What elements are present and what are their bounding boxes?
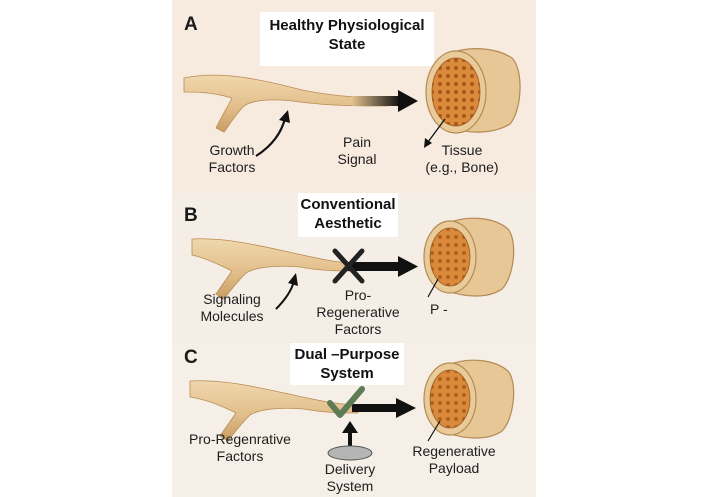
delivery-arrow-shaft	[352, 404, 398, 412]
label-line: Delivery	[324, 461, 376, 477]
curved-arrow-icon	[255, 117, 287, 157]
curved-arrow-head	[288, 273, 298, 286]
nerve-fiber	[191, 238, 355, 300]
bone-tissue	[425, 48, 521, 134]
label-line: Regenerative	[316, 304, 400, 320]
panel-letter: C	[184, 347, 198, 368]
panel-a: A Healthy Physiological State	[172, 0, 536, 193]
panel-c: C Dual –Purpose System	[172, 343, 536, 497]
delivery-up-arrow-head	[342, 421, 358, 433]
nerve-fiber	[189, 380, 359, 442]
label-line: Growth	[209, 142, 255, 158]
label-pro-regenerative-factors: Pro- Regenerative Factors	[310, 287, 406, 338]
label-line: System	[326, 478, 374, 494]
label-delivery-system: Delivery System	[312, 461, 388, 495]
panel-title: Dual –Purpose System	[290, 343, 404, 385]
label-line: Factors	[334, 321, 382, 337]
panel-c-illustration	[189, 359, 515, 461]
label-line: Pain	[342, 134, 372, 150]
bone-tissue	[423, 359, 515, 439]
label-line: Signaling	[203, 291, 261, 307]
panel-b: B Conventional Aesthetic	[172, 193, 536, 343]
label-line: Signal	[337, 151, 377, 167]
curved-arrow-head	[279, 110, 290, 123]
tissue-pointer-line	[427, 278, 439, 298]
panel-title: Healthy Physiological State	[260, 12, 434, 66]
label-signaling-molecules: Signaling Molecules	[194, 291, 270, 325]
panel-b-illustration	[191, 217, 515, 310]
delivery-arrow-head	[396, 398, 416, 418]
panel-title-line: Aesthetic	[314, 215, 382, 232]
tissue-pointer-head	[424, 138, 432, 148]
panel-letter: A	[184, 14, 198, 35]
blocked-arrow-shaft	[348, 262, 400, 271]
panel-letter: B	[184, 205, 198, 226]
diagram-figure: A Healthy Physiological State	[172, 0, 536, 497]
label-line: Regenerative	[412, 443, 496, 459]
tissue-pointer-line	[427, 118, 446, 143]
panel-title: Conventional Aesthetic	[298, 193, 398, 237]
blocked-arrow-head	[398, 256, 418, 277]
label-line: Molecules	[200, 308, 264, 324]
panel-title-line: Dual –Purpose	[294, 346, 400, 363]
panel-title-line: State	[328, 36, 366, 53]
curved-arrow-icon	[275, 280, 295, 310]
label-pro-regenrative-factors: Pro-Regenrative Factors	[180, 431, 300, 465]
label-growth-factors: Growth Factors	[200, 142, 264, 176]
tissue-pointer-line	[427, 420, 441, 442]
label-line: Factors	[216, 448, 264, 464]
label-line: Factors	[208, 159, 256, 175]
panel-title-line: Healthy Physiological	[269, 17, 425, 34]
label-line: Tissue	[441, 142, 483, 158]
label-tissue: Tissue (e.g., Bone)	[412, 142, 512, 176]
label-regenerative-payload: Regenerative Payload	[402, 443, 506, 477]
nerve-fiber	[183, 74, 388, 133]
panel-title-line: System	[320, 365, 374, 382]
label-pain-signal: Pain Signal	[322, 134, 392, 168]
check-icon	[327, 386, 365, 418]
cross-icon	[332, 248, 365, 284]
label-line: Pro-	[344, 287, 372, 303]
label-line: (e.g., Bone)	[425, 159, 499, 175]
label-p: P -	[430, 301, 448, 317]
pain-signal-arrow-head	[398, 90, 418, 112]
panel-a-illustration	[183, 48, 521, 157]
delivery-disc-icon	[327, 445, 373, 461]
bone-tissue	[423, 217, 515, 297]
label-line: Payload	[428, 460, 480, 476]
label-line: Pro-Regenrative	[189, 431, 291, 447]
panel-title-line: Conventional	[300, 196, 396, 213]
pain-signal-arrow-shaft	[352, 96, 400, 106]
